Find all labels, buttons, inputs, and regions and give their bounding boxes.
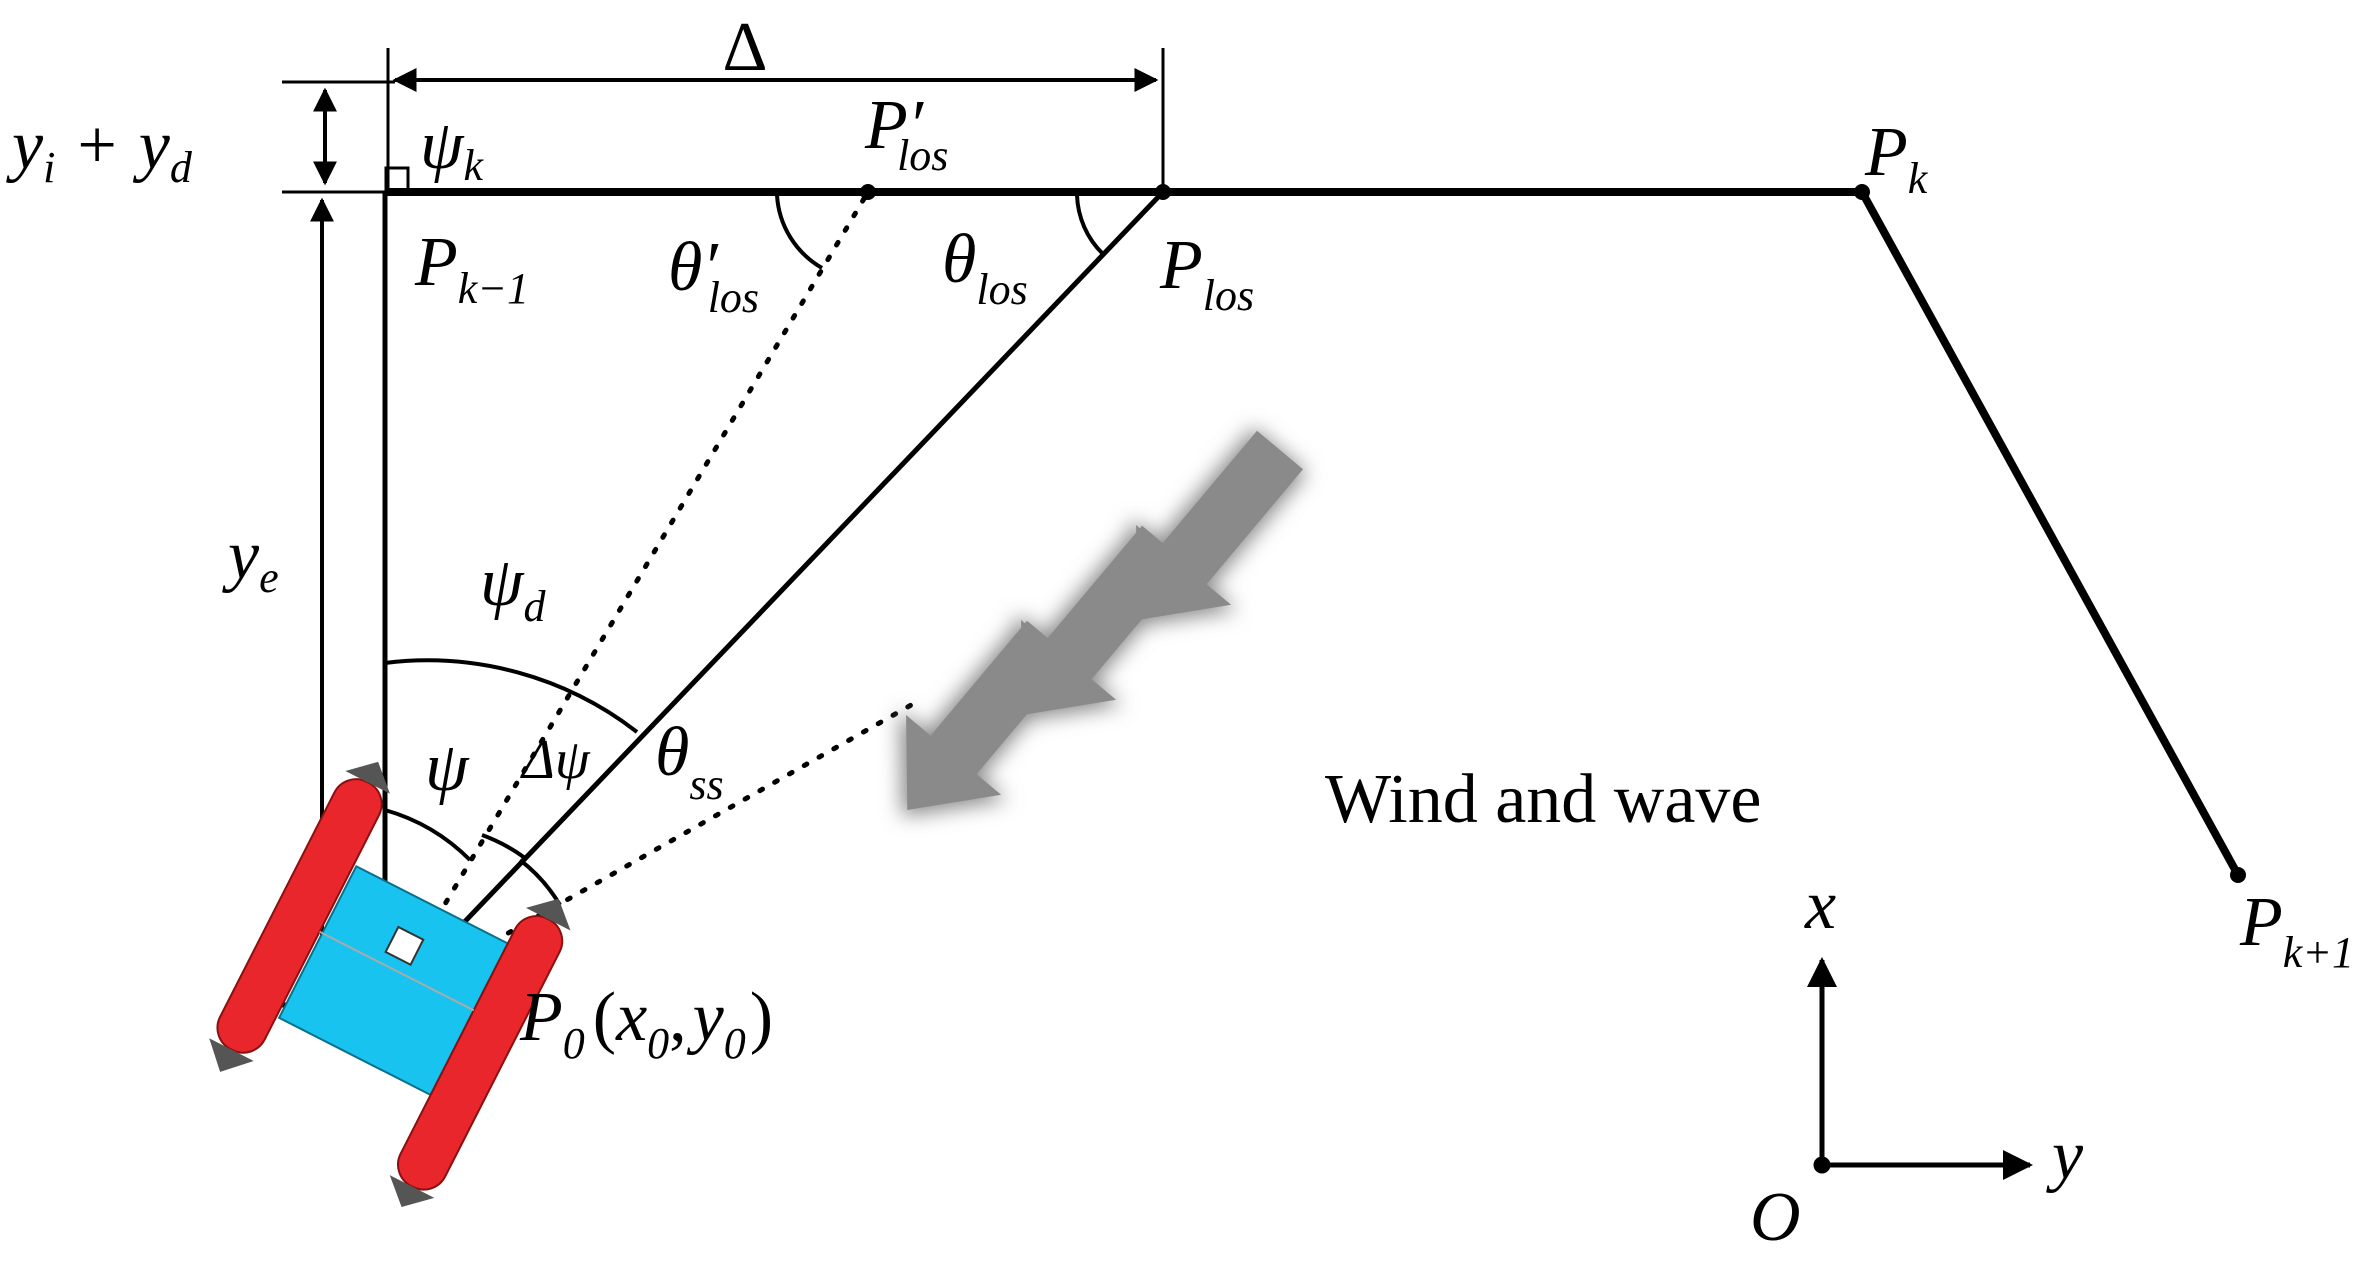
theta-ss-label: θss bbox=[655, 714, 724, 809]
p-k-minus-1-label: Pk−1 bbox=[414, 224, 529, 313]
psi-d-label: ψd bbox=[480, 544, 546, 631]
axis-x-label: x bbox=[1804, 867, 1836, 944]
wind-arrows-core bbox=[906, 430, 1303, 811]
dotted-lines bbox=[382, 189, 923, 1008]
psi-k-label: ψk bbox=[420, 107, 484, 190]
p-los-label: Plos bbox=[1159, 227, 1254, 320]
p-los-prime-label: P′los bbox=[864, 87, 948, 180]
theta-los-label: θlos bbox=[942, 221, 1028, 314]
delta-dimension bbox=[386, 48, 1165, 195]
axis-y-label: y bbox=[2046, 1117, 2084, 1194]
p-k-label: Pk bbox=[1864, 114, 1929, 203]
coordinate-axes bbox=[1807, 957, 2033, 1180]
ye-label: ye bbox=[222, 517, 279, 602]
wind-and-wave-label: Wind and wave bbox=[1325, 761, 1761, 838]
right-angle-marker bbox=[384, 166, 410, 192]
yi-yd-dimension bbox=[282, 80, 395, 186]
boat-icon bbox=[209, 761, 571, 1207]
yi-plus-yd-label: yi+yd bbox=[6, 107, 193, 192]
theta-los-prime-label: θ′los bbox=[668, 229, 759, 322]
path-points bbox=[860, 184, 2246, 883]
delta-psi-label: Δψ bbox=[520, 729, 591, 791]
p0-label: P0(x0,y0) bbox=[519, 979, 773, 1068]
p-k-plus-1-label: Pk+1 bbox=[2239, 884, 2354, 977]
origin-label: O bbox=[1750, 1179, 1801, 1256]
angle-arcs bbox=[384, 194, 1105, 907]
delta-label: Δ bbox=[722, 9, 767, 86]
psi-label: ψ bbox=[425, 729, 470, 806]
